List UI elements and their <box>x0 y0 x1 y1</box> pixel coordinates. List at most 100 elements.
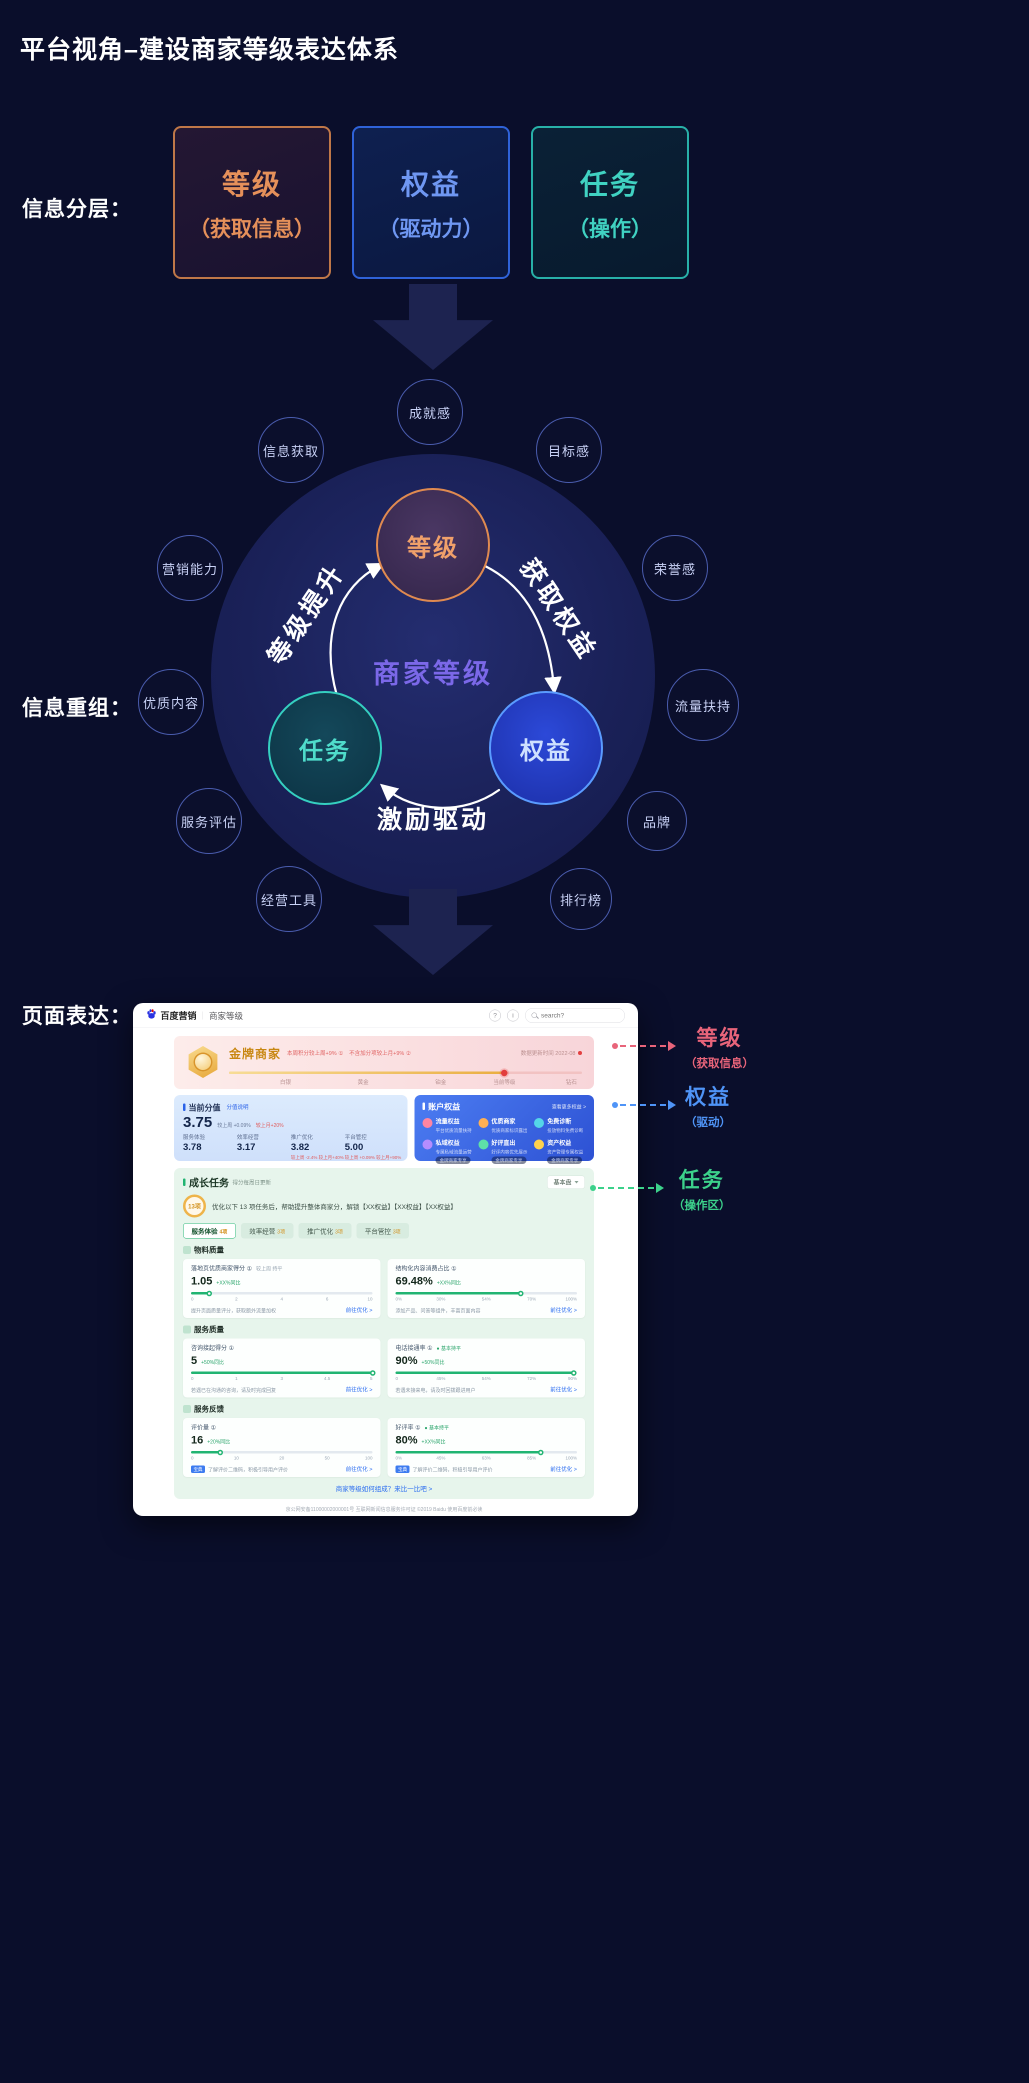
annotation-arrowhead-icon <box>668 1041 676 1051</box>
stage-label: 白银 <box>279 1079 291 1086</box>
mock-page-name: 商家等级 <box>209 1011 243 1022</box>
handbook-chip: 宝典 <box>395 1465 410 1473</box>
layer-card-rights: 权益 （驱动力） <box>352 126 510 279</box>
notice-icon[interactable]: i <box>507 1009 519 1022</box>
tasks-title: 成长任务 <box>189 1178 229 1189</box>
annotation-sublabel: （获取信息） <box>685 1057 754 1070</box>
mock-header: 百度营销 商家等级 ? i <box>133 1003 638 1028</box>
annotation-arrowhead-icon <box>668 1100 676 1110</box>
level-progress-fill <box>229 1069 508 1076</box>
search-input[interactable] <box>541 1011 619 1019</box>
sat-goal: 目标感 <box>536 417 602 483</box>
level-banner: 金牌商家 本周积分较上周+9% ① 不含加分项较上月+9% ② 数据更新时间 2… <box>174 1036 594 1089</box>
sat-brand: 品牌 <box>627 791 687 851</box>
annotation-label: 等级 <box>696 1026 743 1050</box>
task-progress <box>395 1370 577 1376</box>
optimize-link[interactable]: 前往优化 > <box>550 1307 577 1314</box>
annotation-label: 任务 <box>678 1168 725 1192</box>
layer-card-level-subtitle: （获取信息） <box>189 217 315 241</box>
down-arrow-top <box>373 284 493 370</box>
data-updated-time: 数据更新时间 2022-08 <box>521 1049 582 1057</box>
annotation-task: 任务 （操作区） <box>590 1165 731 1212</box>
annotation-rights: 权益 （驱动） <box>612 1082 731 1129</box>
stage-label: 黄金 <box>357 1079 369 1086</box>
layer-card-task-title: 任务 <box>579 168 640 200</box>
private-right-icon <box>422 1139 433 1150</box>
quality-right-icon <box>478 1118 489 1128</box>
live-dot-icon <box>578 1050 582 1055</box>
task-group-service-feedback: 服务反馈 评价量 ① 16 +20%同比 <box>183 1404 585 1477</box>
layer-card-task-subtitle: （操作） <box>568 217 652 241</box>
metric-efficiency: 效率经营 3.17 <box>236 1134 259 1153</box>
score-value: 3.75 <box>183 1114 213 1131</box>
task-card-call-rate: 电话接通率 ① ● 基本持平 90% +50%同比 0 <box>387 1338 585 1398</box>
stage-label: 当前等级 <box>493 1079 516 1086</box>
right-item-traffic[interactable]: 流量权益 平台优质流量扶持 <box>422 1117 475 1134</box>
task-card-consult-score: 咨询接起得分 ① 5 +50%同比 0 <box>183 1338 381 1398</box>
sat-achievement: 成就感 <box>397 379 463 445</box>
task-count-badge: 13项 <box>183 1194 206 1218</box>
search-box[interactable] <box>525 1007 625 1023</box>
optimize-link[interactable]: 前往优化 > <box>550 1387 577 1393</box>
cycle-node-task: 任务 <box>268 691 382 805</box>
search-icon <box>531 1012 537 1018</box>
merchant-level-page-mock: 百度营销 商家等级 ? i 金牌商家 本周积分较上周+9% ① <box>133 1003 638 1516</box>
accent-bar <box>422 1102 426 1110</box>
section-label-expression: 页面表达： <box>22 1005 132 1028</box>
down-arrow-bottom <box>373 889 493 975</box>
level-note-month: 不含加分项较上月+9% ② <box>349 1050 411 1057</box>
brand-name: 百度营销 <box>160 1010 197 1021</box>
optimize-link[interactable]: 前往优化 > <box>550 1466 577 1473</box>
task-card-structured-content: 结构化内容消费占比 ① 69.48% +XX%同比 0% <box>387 1259 585 1318</box>
layer-card-level-title: 等级 <box>221 168 282 200</box>
annotation-level: 等级 （获取信息） <box>612 1023 754 1070</box>
score-delta-week: 较上周 +0.09% <box>217 1123 251 1129</box>
optimize-link[interactable]: 前往优化 > <box>345 1466 373 1473</box>
account-rights-panel: 账户权益 查看更多权益 > 流量权益 平台优质流量扶持 <box>414 1095 594 1164</box>
asset-right-icon <box>534 1139 545 1150</box>
annotation-arrowhead-icon <box>656 1183 664 1193</box>
help-icon[interactable]: ? <box>489 1009 501 1022</box>
right-item-private[interactable]: 私域权益 专属私域流量运营 金牌商家专享 <box>422 1139 475 1165</box>
gold-medal-icon <box>187 1046 219 1078</box>
optimize-link[interactable]: 前往优化 > <box>345 1307 373 1314</box>
tasks-subtitle: 得分每周日更新 <box>232 1179 272 1186</box>
task-progress <box>395 1449 577 1455</box>
current-score-panel: 当前分值 分值说明 3.75 较上周 +0.09% 较上月+20% 服务体验 3… <box>174 1095 408 1161</box>
tasks-filter-dropdown[interactable]: 基本盘 <box>546 1175 585 1189</box>
service-quality-icon <box>183 1325 191 1334</box>
annotation-sublabel: （驱动） <box>685 1116 731 1129</box>
cycle-arrows <box>329 562 562 809</box>
layer-card-rights-title: 权益 <box>400 168 461 200</box>
layer-card-rights-subtitle: （驱动力） <box>378 217 484 241</box>
sat-business-tools: 经营工具 <box>256 866 322 932</box>
handbook-chip: 宝典 <box>191 1465 206 1473</box>
score-explain-link[interactable]: 分值说明 <box>226 1104 249 1111</box>
annotation-dot <box>590 1185 596 1191</box>
right-item-quality[interactable]: 优质商家 优质商家标识露出 <box>478 1117 530 1134</box>
right-item-asset[interactable]: 资产权益 资产管理专属权益 金牌商家专享 <box>534 1139 586 1165</box>
task-group-material: 物料质量 落地页优质商家得分 ① 较上周 持平 1.05 +XX%同比 <box>183 1245 585 1318</box>
layer-card-level: 等级 （获取信息） <box>173 126 331 279</box>
annotation-dashed-line <box>620 1104 666 1106</box>
level-compare-link[interactable]: 商家等级如何组成？来比一比吧 > <box>335 1485 433 1493</box>
service-feedback-icon <box>183 1404 191 1413</box>
rights-more-link[interactable]: 查看更多权益 > <box>551 1104 586 1110</box>
header-divider <box>202 1011 203 1020</box>
sat-marketing: 营销能力 <box>157 535 223 601</box>
score-title: 当前分值 <box>188 1104 221 1113</box>
page-title: 平台视角–建设商家等级表达体系 <box>20 36 399 64</box>
baidu-logo-icon <box>146 1009 157 1023</box>
stage-label: 铂金 <box>435 1079 447 1086</box>
accent-bar <box>183 1103 186 1111</box>
right-item-review[interactable]: 好评直出 好评内容优先展示 金牌商家专享 <box>478 1139 530 1165</box>
right-item-diagnosis[interactable]: 免费诊断 投放物料免费诊断 <box>534 1117 586 1134</box>
current-level-knob <box>500 1069 508 1076</box>
sat-ranking: 排行榜 <box>550 868 612 930</box>
annotation-sublabel: （操作区） <box>673 1199 731 1212</box>
optimize-link[interactable]: 前往优化 > <box>345 1387 373 1393</box>
